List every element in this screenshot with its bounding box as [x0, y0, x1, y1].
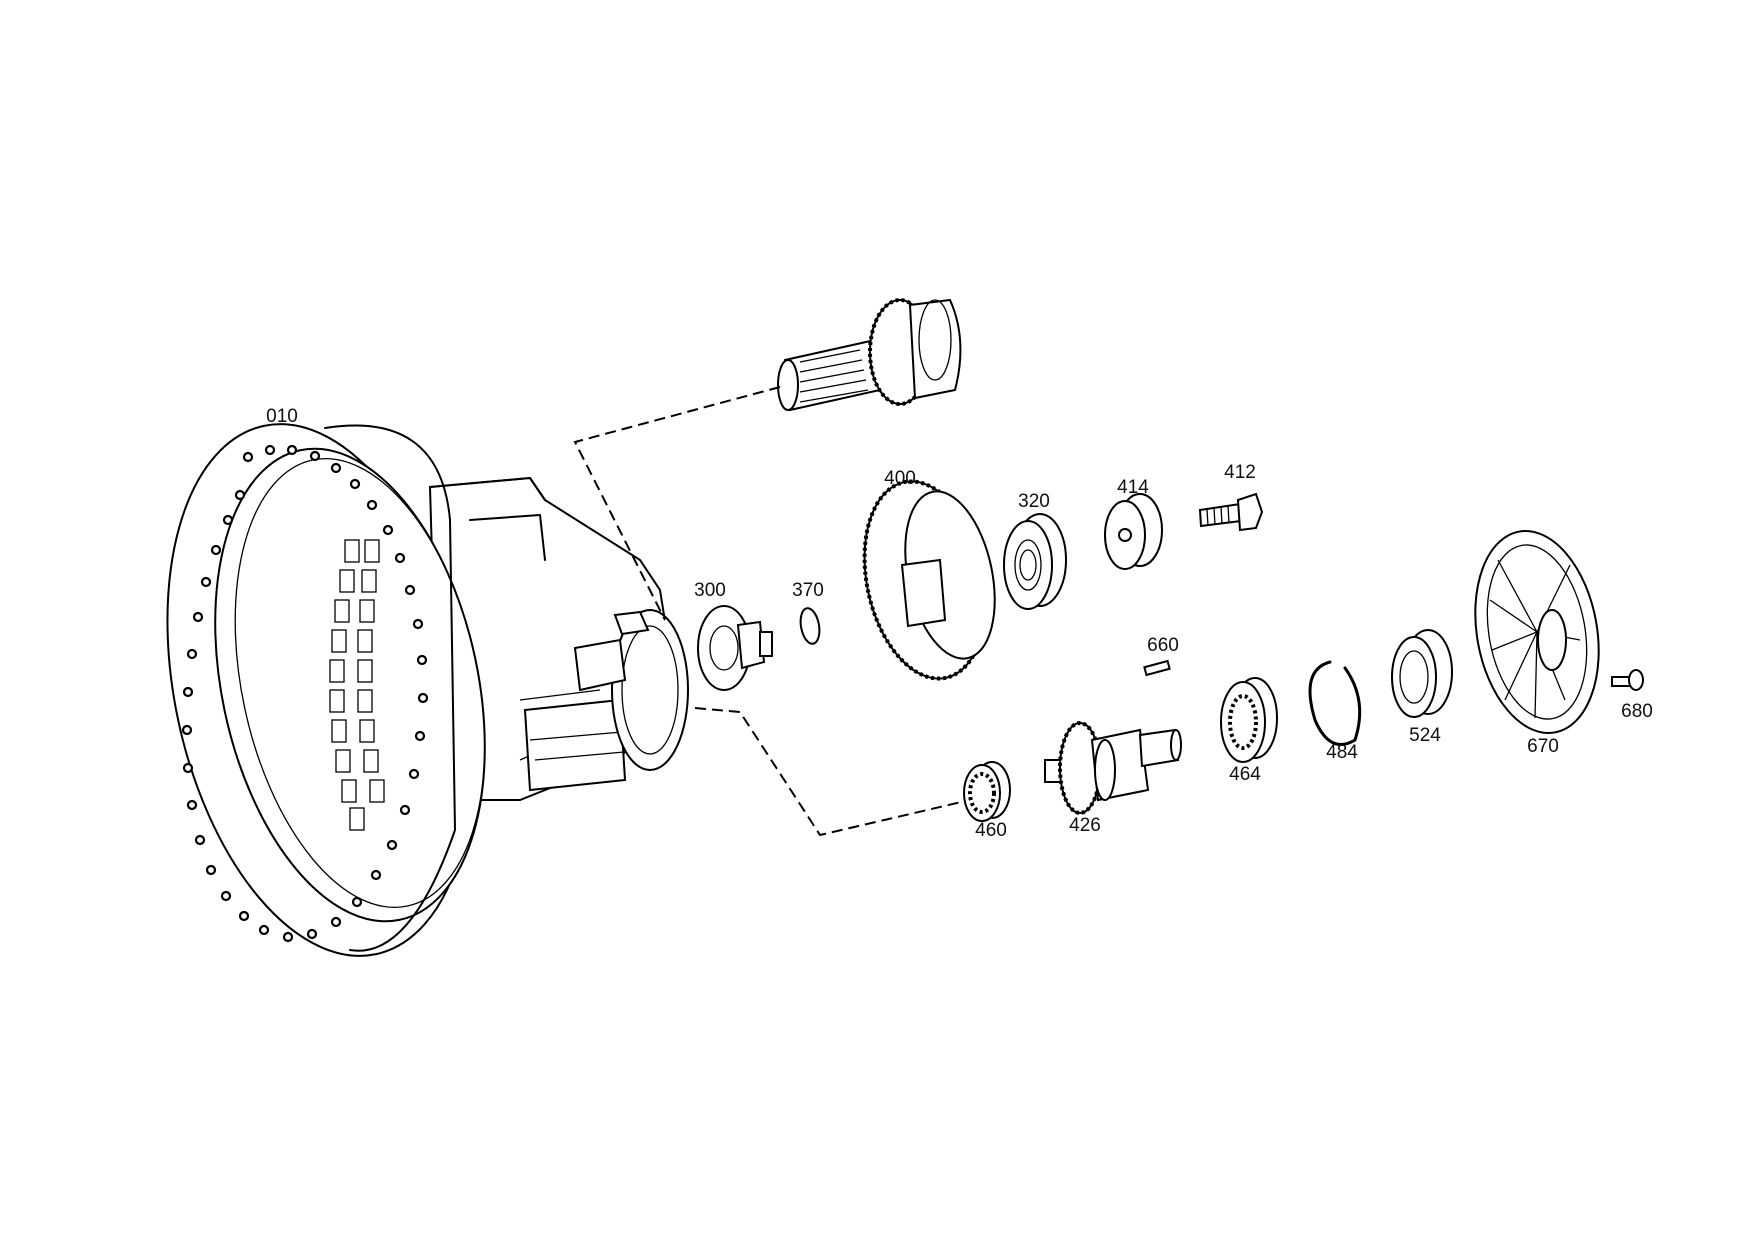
connector-line-upper [573, 386, 781, 621]
part-680-screw [1611, 669, 1644, 691]
part-300-plug [697, 605, 773, 691]
label-460: 460 [975, 820, 1007, 841]
part-660-pin [1143, 659, 1171, 677]
part-320-bearing [1003, 513, 1067, 610]
part-400-gear [862, 479, 996, 681]
part-524-seal [1391, 629, 1453, 718]
label-010: 010 [266, 406, 298, 427]
part-484-snap-ring [1308, 660, 1362, 746]
part-010-housing [166, 423, 689, 957]
part-414-washer [1104, 493, 1163, 570]
label-670: 670 [1527, 736, 1559, 757]
label-300: 300 [694, 580, 726, 601]
part-412-bolt [1198, 492, 1264, 532]
label-414: 414 [1117, 477, 1149, 498]
label-370: 370 [792, 580, 824, 601]
label-484: 484 [1326, 742, 1358, 763]
label-400: 400 [884, 468, 916, 489]
label-660: 660 [1147, 635, 1179, 656]
part-464-bearing [1220, 677, 1278, 763]
part-370-o-ring [799, 607, 821, 645]
part-460-bearing [963, 761, 1011, 822]
label-412: 412 [1224, 462, 1256, 483]
label-680: 680 [1621, 701, 1653, 722]
part-426-pinion [1044, 721, 1182, 815]
label-464: 464 [1229, 764, 1261, 785]
label-426: 426 [1069, 815, 1101, 836]
label-320: 320 [1018, 491, 1050, 512]
part-top-pinion-shaft [777, 298, 962, 412]
part-670-cover [1474, 530, 1600, 734]
label-524: 524 [1409, 725, 1441, 746]
connector-line-lower [694, 707, 971, 837]
